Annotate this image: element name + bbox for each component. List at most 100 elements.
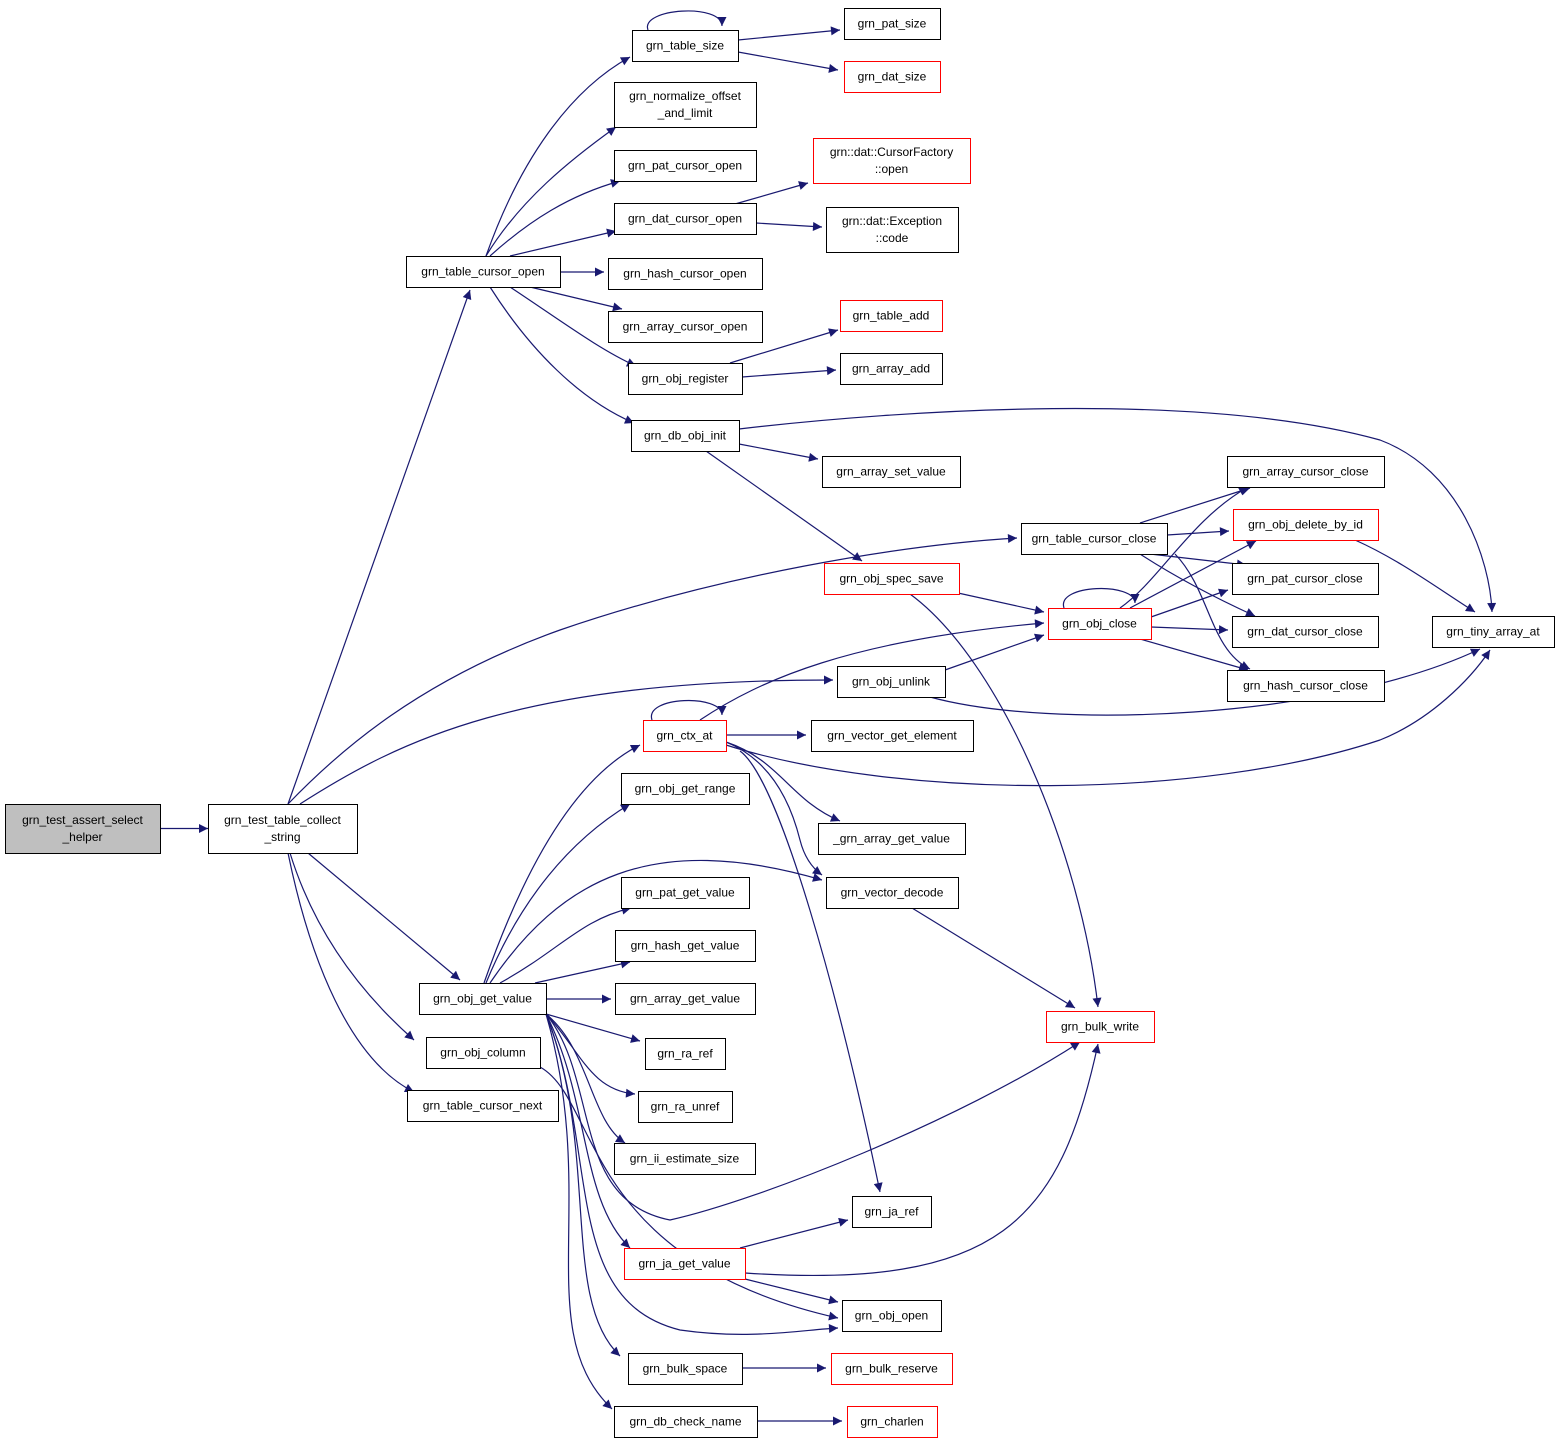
node-grn-table-size[interactable]: grn_table_size — [632, 30, 739, 62]
node-box — [631, 420, 740, 452]
node-box — [1232, 616, 1379, 648]
node-grn-hash-cursor-open[interactable]: grn_hash_cursor_open — [608, 258, 763, 290]
node-grn-pat-cursor-close[interactable]: grn_pat_cursor_close — [1232, 563, 1379, 595]
node-label: grn_obj_column — [440, 1046, 525, 1060]
node-grn-obj-spec-save[interactable]: grn_obj_spec_save — [824, 563, 960, 595]
node-grn-ctx-at[interactable]: grn_ctx_at — [643, 720, 727, 752]
node-label: grn_obj_unlink — [852, 675, 931, 689]
edge-n19-n20 — [1139, 486, 1251, 524]
node-grn-obj-unlink[interactable]: grn_obj_unlink — [837, 666, 946, 698]
node-grn-pat-size[interactable]: grn_pat_size — [844, 8, 941, 40]
node-grn-dat-cursor-close[interactable]: grn_dat_cursor_close — [1232, 616, 1379, 648]
node-box — [426, 1037, 541, 1069]
edge-n35-n48 — [545, 1013, 613, 1410]
node-label: grn_dat_size — [858, 70, 927, 84]
node-box — [844, 8, 941, 40]
node-grn-ja-ref[interactable]: grn_ja_ref — [852, 1196, 932, 1228]
edge-n44-n43 — [739, 1217, 849, 1249]
node-grn-db-check-name[interactable]: grn_db_check_name — [614, 1406, 758, 1438]
edge-n19-n21 — [1166, 527, 1230, 537]
node-label: grn_dat_cursor_open — [628, 212, 742, 226]
node-box — [831, 1353, 953, 1385]
edge-n35-n30 — [485, 803, 631, 984]
edge-n35-n34 — [534, 959, 631, 984]
node-grn-hash-cursor-close[interactable]: grn_hash_cursor_close — [1227, 670, 1385, 702]
node-grn-obj-open[interactable]: grn_obj_open — [842, 1300, 942, 1332]
edge-n35-n38 — [545, 1013, 641, 1043]
edge-n1-n39 — [289, 852, 415, 1041]
node-grn-ra-ref[interactable]: grn_ra_ref — [645, 1038, 726, 1070]
edge-n23-n26 — [1139, 638, 1249, 672]
node-box — [811, 720, 974, 752]
node-grn-vector-get-element[interactable]: grn_vector_get_element — [811, 720, 974, 752]
node-grn-array-get-value[interactable]: _grn_array_get_value — [818, 823, 966, 855]
node-grn-dat-size[interactable]: grn_dat_size — [844, 61, 941, 93]
edge-n35-n32 — [489, 859, 823, 984]
node-grn-obj-get-range[interactable]: grn_obj_get_range — [621, 773, 750, 805]
node-grn-pat-cursor-open[interactable]: grn_pat_cursor_open — [614, 150, 757, 182]
node-label: _grn_array_get_value — [832, 832, 950, 846]
edge-n19-n26 — [1174, 553, 1251, 670]
node-grn-normalize-offset-and-limit[interactable]: grn_normalize_offset_and_limit — [614, 82, 757, 128]
node-grn-db-obj-init[interactable]: grn_db_obj_init — [631, 420, 740, 452]
node-label: grn_obj_open — [855, 1309, 928, 1323]
node-grn-test-assert-select-helper[interactable]: grn_test_assert_select_helper — [5, 804, 161, 854]
node-label: grn_db_check_name — [629, 1415, 741, 1429]
node-label: _and_limit — [657, 106, 713, 120]
node-grn-array-add[interactable]: grn_array_add — [840, 353, 943, 385]
node-box — [837, 666, 946, 698]
node-box — [608, 258, 763, 290]
node-grn-dat-cursorfactory-open[interactable]: grn::dat::CursorFactory::open — [813, 138, 971, 184]
node-grn-bulk-write[interactable]: grn_bulk_write — [1046, 1011, 1155, 1043]
edge-n28-n23 — [699, 619, 1045, 721]
node-box — [842, 1300, 942, 1332]
node-label: grn_table_cursor_close — [1032, 532, 1157, 546]
node-grn-test-table-collect-string[interactable]: grn_test_table_collect_string — [208, 804, 358, 854]
edge-n23-n20 — [1119, 486, 1249, 609]
node-label: grn_ra_ref — [657, 1047, 713, 1061]
edge-n16-n17 — [738, 443, 819, 462]
edge-n28-n32 — [725, 741, 823, 876]
node-grn-ra-unref[interactable]: grn_ra_unref — [638, 1091, 733, 1123]
node-grn-table-cursor-open[interactable]: grn_table_cursor_open — [406, 256, 561, 288]
node-grn-array-get-value[interactable]: grn_array_get_value — [615, 983, 756, 1015]
node-box — [615, 930, 756, 962]
node-grn-ii-estimate-size[interactable]: grn_ii_estimate_size — [614, 1143, 756, 1175]
node-grn-obj-close[interactable]: grn_obj_close — [1048, 608, 1152, 640]
node-box — [818, 823, 966, 855]
node-grn-dat-cursor-open[interactable]: grn_dat_cursor_open — [614, 203, 757, 235]
node-grn-vector-decode[interactable]: grn_vector_decode — [826, 877, 959, 909]
node-grn-obj-delete-by-id[interactable]: grn_obj_delete_by_id — [1233, 509, 1379, 541]
node-box — [614, 1143, 756, 1175]
node-grn-table-cursor-next[interactable]: grn_table_cursor_next — [407, 1090, 559, 1122]
node-label: grn_bulk_space — [643, 1362, 728, 1376]
node-grn-tiny-array-at[interactable]: grn_tiny_array_at — [1432, 616, 1555, 648]
node-label: grn_obj_spec_save — [839, 572, 943, 586]
node-grn-pat-get-value[interactable]: grn_pat_get_value — [621, 877, 750, 909]
edge-n44-n45 — [744, 1278, 839, 1305]
edge-n35-n45 — [545, 1013, 839, 1335]
edge-n35-n46 — [545, 1013, 621, 1357]
node-grn-array-set-value[interactable]: grn_array_set_value — [822, 456, 961, 488]
edge-n35-n28 — [483, 744, 641, 984]
edge-n32-n37 — [911, 907, 1076, 1009]
node-grn-array-cursor-close[interactable]: grn_array_cursor_close — [1227, 456, 1385, 488]
edge-n23-n24 — [1150, 625, 1229, 635]
node-box — [621, 877, 750, 909]
node-grn-table-add[interactable]: grn_table_add — [840, 300, 943, 332]
node-grn-obj-register[interactable]: grn_obj_register — [628, 363, 743, 395]
node-grn-charlen[interactable]: grn_charlen — [847, 1406, 938, 1438]
node-grn-table-cursor-close[interactable]: grn_table_cursor_close — [1021, 523, 1168, 555]
edge-n23-n22 — [1150, 588, 1229, 618]
node-label: grn_array_get_value — [630, 992, 740, 1006]
node-grn-bulk-reserve[interactable]: grn_bulk_reserve — [831, 1353, 953, 1385]
edge-n8-n9 — [734, 181, 809, 205]
node-grn-dat-exception-code[interactable]: grn::dat::Exception::code — [826, 207, 959, 253]
node-grn-hash-get-value[interactable]: grn_hash_get_value — [615, 930, 756, 962]
node-grn-obj-column[interactable]: grn_obj_column — [426, 1037, 541, 1069]
edge-n19-n22 — [1149, 553, 1247, 569]
node-grn-ja-get-value[interactable]: grn_ja_get_value — [624, 1248, 746, 1280]
node-grn-obj-get-value[interactable]: grn_obj_get_value — [419, 983, 547, 1015]
node-grn-array-cursor-open[interactable]: grn_array_cursor_open — [608, 311, 763, 343]
node-grn-bulk-space[interactable]: grn_bulk_space — [628, 1353, 743, 1385]
